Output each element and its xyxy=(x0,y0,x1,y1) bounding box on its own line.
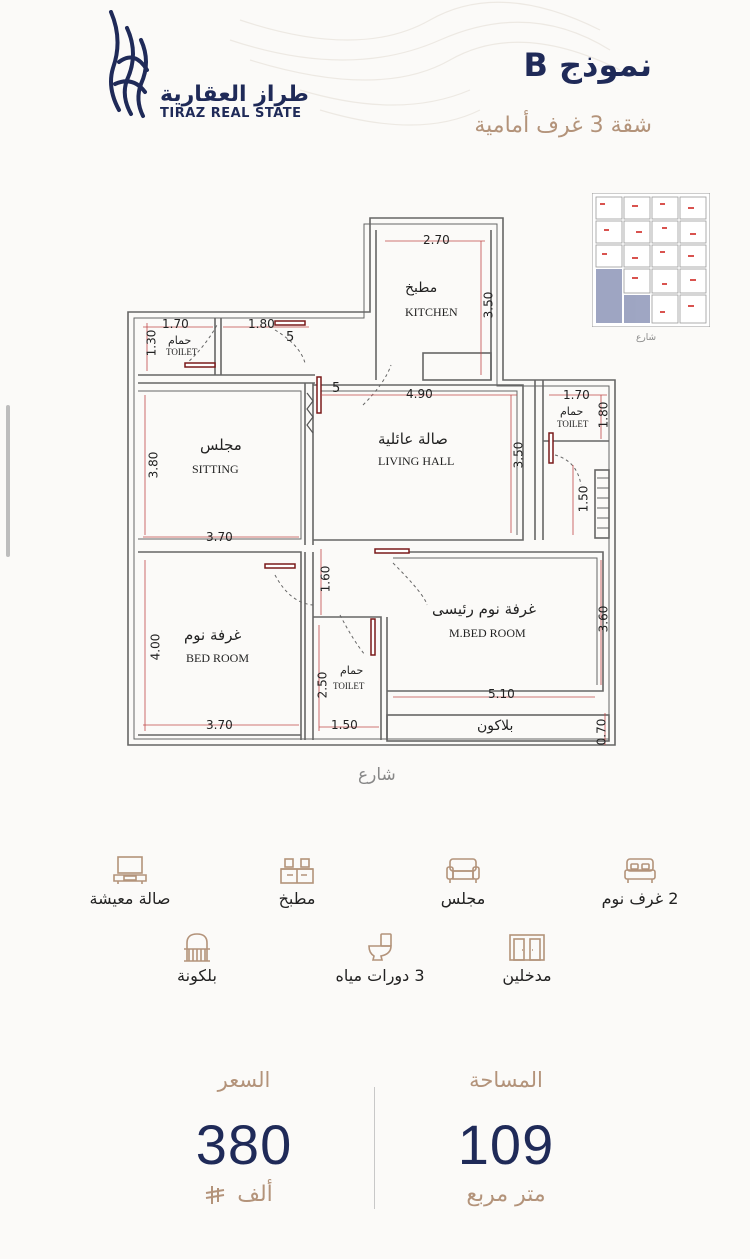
floor-plan-street-label: شارع xyxy=(358,765,396,785)
area-label: المساحة xyxy=(469,1068,543,1092)
stats-divider xyxy=(374,1087,375,1209)
feature-kitchen: مطبخ xyxy=(222,853,372,908)
dim-toilet3-h: 2.50 xyxy=(315,671,330,699)
toilet-icon xyxy=(365,930,395,964)
feature-entrances-label: مدخلين xyxy=(502,966,552,985)
background-wave-pattern xyxy=(229,1,621,126)
dim-sitting-h: 3.80 xyxy=(146,451,161,479)
price-value: 380 xyxy=(195,1113,293,1176)
feature-bathrooms: 3 دورات مياه xyxy=(305,930,455,985)
toilet1-en: TOILET xyxy=(166,347,198,357)
price-unit-group: ألف xyxy=(178,1182,298,1207)
dim-sitting-w: 3.70 xyxy=(206,530,233,544)
toilet3-ar: حمام xyxy=(340,664,364,677)
toilet2-en: TOILET xyxy=(557,419,589,429)
toilet1-ar: حمام xyxy=(168,334,192,347)
room-sitting-en: SITTING xyxy=(192,462,239,476)
feature-sitting: مجلس xyxy=(388,853,538,908)
feature-bedrooms: 2 غرف نوم xyxy=(565,853,715,908)
price-unit: ألف xyxy=(237,1182,273,1207)
dim-kitchen-w: 2.70 xyxy=(423,233,450,247)
dim-balcony-h: 0.70 xyxy=(594,718,609,746)
area-unit: متر مربع xyxy=(466,1182,546,1207)
room-living-ar: صالة عائلية xyxy=(378,430,448,448)
room-bed-en: BED ROOM xyxy=(186,651,250,665)
sofa-icon xyxy=(445,853,481,887)
dim-kitchen-h: 3.50 xyxy=(481,291,496,319)
room-balcony-ar: بلاكون xyxy=(477,718,514,734)
model-subtitle: شقة 3 غرف أمامية xyxy=(474,113,652,138)
feature-bathrooms-label: 3 دورات مياه xyxy=(335,966,425,985)
feature-balcony: بلكونة xyxy=(122,930,272,985)
tiraz-logo-icon xyxy=(109,10,149,118)
riyal-icon xyxy=(206,1185,225,1204)
dim-toilet2-h: 1.80 xyxy=(596,401,611,429)
room-bed-ar: غرفة نوم xyxy=(184,626,242,644)
tv-icon xyxy=(112,853,148,887)
dim-toilet2-w: 1.70 xyxy=(563,388,590,402)
feature-sitting-label: مجلس xyxy=(440,889,486,908)
site-plan-street-label: شارع xyxy=(636,333,656,343)
dim-living-w: 4.90 xyxy=(406,387,433,401)
room-mbed-ar: غرفة نوم رئيسى xyxy=(432,600,536,618)
dim-hall-h: 1.60 xyxy=(318,565,333,593)
dim-toilet1-h: 1.30 xyxy=(144,329,159,357)
room-living-en: LIVING HALL xyxy=(378,454,455,468)
room-sitting-ar: مجلس xyxy=(200,436,242,454)
price-label: السعر xyxy=(217,1068,271,1092)
dim-stair-h: 1.50 xyxy=(576,485,591,513)
feature-kitchen-label: مطبخ xyxy=(278,889,316,908)
brand-name-english: TIRAZ REAL STATE xyxy=(160,106,302,121)
toilet2-ar: حمام xyxy=(560,405,584,418)
scrollbar[interactable] xyxy=(6,405,10,557)
dim-toilet1-w: 1.70 xyxy=(162,317,189,331)
floor-plan xyxy=(127,217,616,746)
area-value: 109 xyxy=(457,1113,555,1176)
site-plan-thumbnail xyxy=(592,193,710,327)
toilet3-en: TOILET xyxy=(333,681,365,691)
feature-bedrooms-label: 2 غرف نوم xyxy=(601,889,679,908)
bed-icon xyxy=(623,853,657,887)
plan-text-layer xyxy=(408,238,468,366)
feature-balcony-label: بلكونة xyxy=(177,966,217,985)
balcony-icon xyxy=(182,930,212,964)
room-kitchen-en: KITCHEN xyxy=(405,305,458,319)
dim-corridor-w: 1.80 xyxy=(248,317,275,331)
brand-name-arabic: طراز العقارية xyxy=(160,82,309,107)
dim-toilet3-w: 1.50 xyxy=(331,718,358,732)
feature-living-label: صالة معيشة xyxy=(89,889,171,908)
feature-entrances: مدخلين xyxy=(452,930,602,985)
room-kitchen-ar: مطبخ xyxy=(405,280,438,296)
kitchen-icon xyxy=(279,853,315,887)
dim-mbed-w: 5.10 xyxy=(488,687,515,701)
dim-mbed-h: 3.60 xyxy=(596,605,611,633)
model-title: نموذج B xyxy=(523,46,652,84)
door-icon xyxy=(507,930,547,964)
dim-bed-h: 4.00 xyxy=(148,633,163,661)
dim-door-a: 5 xyxy=(286,330,295,345)
dim-living-h: 3.50 xyxy=(511,441,526,469)
room-mbed-en: M.BED ROOM xyxy=(449,626,526,640)
feature-living: صالة معيشة xyxy=(55,853,205,908)
dim-door-b: 5 xyxy=(332,381,341,396)
dim-bed-w: 3.70 xyxy=(206,718,233,732)
